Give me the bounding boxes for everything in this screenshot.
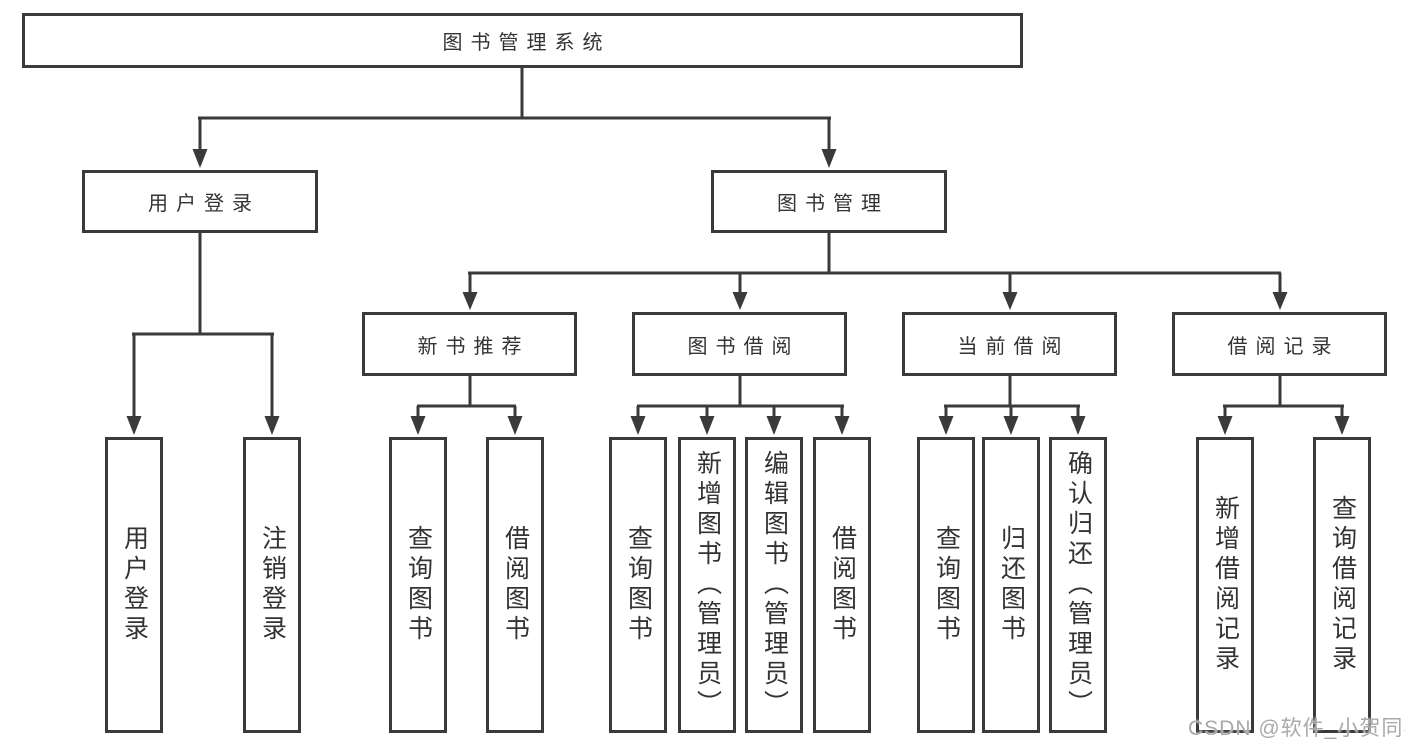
connector-root-to-level1 xyxy=(192,68,837,168)
connector-book-mgmt-children xyxy=(462,233,1288,310)
leaf-logout: 注销登录 xyxy=(243,437,301,733)
connector-new-book-children xyxy=(410,376,523,435)
connector-user-login-children xyxy=(126,233,280,435)
leaf-query-books: 查询图书 xyxy=(609,437,667,733)
leaf-label: 查询借阅记录 xyxy=(1328,495,1357,675)
node-label: 图书管理 xyxy=(777,193,889,215)
leaf-edit-books-admin: 编辑图书（管理员） xyxy=(745,437,803,733)
leaf-label: 新增图书（管理员） xyxy=(693,450,722,720)
leaf-label: 注销登录 xyxy=(258,525,287,645)
node-label: 图书管理系统 xyxy=(442,32,611,54)
leaf-borrow-books: 借阅图书 xyxy=(813,437,871,733)
node-label: 用户登录 xyxy=(148,193,260,215)
leaf-borrow-books: 借阅图书 xyxy=(486,437,544,733)
leaf-label: 借阅图书 xyxy=(501,525,530,645)
node-book-borrowing: 图书借阅 xyxy=(632,312,847,376)
node-label: 图书借阅 xyxy=(687,335,800,358)
node-book-management: 图书管理 xyxy=(711,170,947,233)
node-label: 新书推荐 xyxy=(417,335,530,358)
leaf-user-login: 用户登录 xyxy=(105,437,163,733)
node-user-login: 用户登录 xyxy=(82,170,318,233)
node-current-borrowing: 当前借阅 xyxy=(902,312,1117,376)
leaf-label: 确认归还（管理员） xyxy=(1064,450,1093,720)
leaf-label: 查询图书 xyxy=(404,525,433,645)
node-label: 当前借阅 xyxy=(957,335,1070,358)
leaf-label: 用户登录 xyxy=(120,525,149,645)
leaf-query-books: 查询图书 xyxy=(389,437,447,733)
connector-book-borrow-children xyxy=(630,376,850,435)
leaf-add-borrow-record: 新增借阅记录 xyxy=(1196,437,1254,733)
leaf-label: 新增借阅记录 xyxy=(1211,495,1240,675)
node-label: 借阅记录 xyxy=(1227,335,1340,358)
leaf-label: 编辑图书（管理员） xyxy=(760,450,789,720)
leaf-add-books-admin: 新增图书（管理员） xyxy=(678,437,736,733)
node-library-management-system: 图书管理系统 xyxy=(22,13,1023,68)
leaf-query-borrow-record: 查询借阅记录 xyxy=(1313,437,1371,733)
leaf-confirm-return-admin: 确认归还（管理员） xyxy=(1049,437,1107,733)
node-new-book-recommendation: 新书推荐 xyxy=(362,312,577,376)
leaf-label: 归还图书 xyxy=(997,525,1026,645)
csdn-watermark: CSDN @软件_小贺同学 xyxy=(1188,717,1405,740)
node-borrow-records: 借阅记录 xyxy=(1172,312,1387,376)
leaf-query-books: 查询图书 xyxy=(917,437,975,733)
leaf-label: 查询图书 xyxy=(624,525,653,645)
leaf-label: 查询图书 xyxy=(932,525,961,645)
leaf-label: 借阅图书 xyxy=(828,525,857,645)
connector-borrow-records-children xyxy=(1217,376,1350,435)
connector-current-borrow-children xyxy=(938,376,1086,435)
leaf-return-books: 归还图书 xyxy=(982,437,1040,733)
